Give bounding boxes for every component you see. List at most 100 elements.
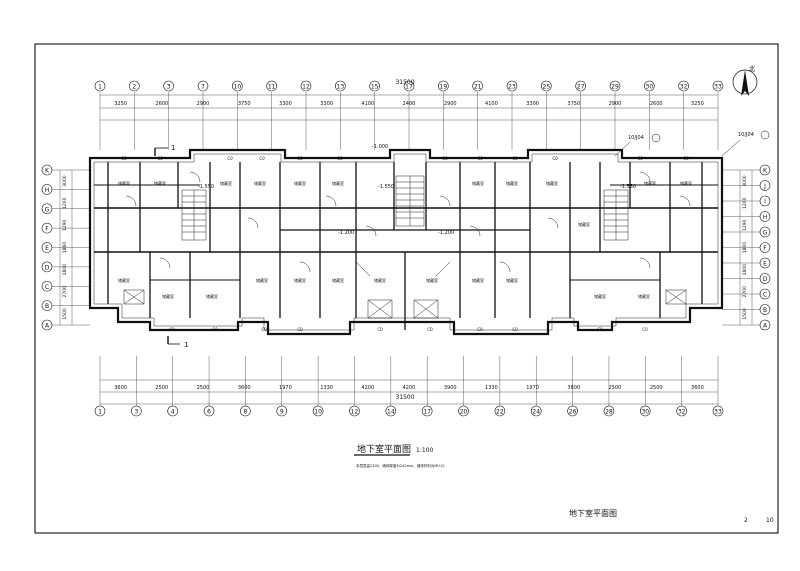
axis-label: 3 (167, 84, 171, 91)
drawing-note: 本层层高2300，墙体厚度为240mm，墙体材料为MU10 (356, 463, 444, 468)
dimension-value: 1290 (742, 219, 748, 231)
dimension-value: 1330 (485, 385, 498, 391)
window-code: C0 (683, 156, 689, 161)
axis-label: J (763, 183, 766, 190)
axis-bubble (335, 80, 346, 92)
axis-bubble (94, 80, 106, 92)
axis-bubble (567, 405, 578, 417)
axis-label: 17 (423, 409, 431, 416)
axis-label: C (45, 284, 49, 291)
room-label: 储藏室 (154, 180, 166, 186)
axis-bubble (575, 80, 586, 92)
axis-bubble (421, 405, 433, 417)
dimension-value: 2700 (742, 286, 748, 298)
axis-bubble (494, 405, 506, 417)
drawing-title-block: 地下室平面图 1:100 本层层高2300，墙体厚度为240mm，墙体材料为MU… (354, 443, 444, 468)
axis-label: F (45, 226, 49, 233)
dimension-value: 1200 (742, 197, 748, 209)
dimension-value: 3300 (526, 101, 539, 107)
axis-label: 25 (543, 84, 551, 91)
axis-label: 2 (132, 84, 136, 91)
axis-bubble (678, 80, 689, 92)
room-label: 储藏室 (332, 180, 344, 186)
dimension-value: 3600 (567, 385, 580, 391)
axis-label: B (45, 303, 49, 310)
window-code: C0 (637, 156, 643, 161)
axis-bubble (603, 405, 615, 417)
dimension-value: 3250 (114, 101, 127, 107)
room-label: 储藏室 (374, 277, 386, 283)
axis-bubble (472, 80, 483, 92)
axis-bubble (759, 288, 771, 300)
axis-label: H (763, 214, 768, 221)
dimension-value: 1800 (742, 264, 748, 276)
dimension-value: 3600 (114, 385, 127, 391)
room-label: 储藏室 (506, 180, 518, 186)
axis-bubble (41, 164, 53, 176)
axis-bubble (41, 242, 53, 253)
axis-label: I (764, 199, 766, 206)
axis-bubble (300, 80, 312, 92)
window-code: C0 (297, 156, 303, 161)
window-code: C0 (212, 327, 218, 332)
axis-bubble (759, 257, 771, 269)
axis-bubble (609, 80, 621, 92)
axis-bubble (41, 184, 53, 195)
drawing-title: 地下室平面图 (357, 443, 411, 455)
axis-label: D (45, 264, 50, 271)
axis-label: 32 (680, 84, 688, 91)
axis-bubble (94, 405, 106, 417)
axis-label: E (45, 245, 49, 252)
room-label: 储藏室 (546, 180, 558, 186)
dimension-value: 3250 (691, 101, 704, 107)
dimension-value: 1860 (62, 242, 68, 254)
sheet-number: 2 (744, 517, 748, 524)
axis-bubble (129, 80, 140, 92)
dimension-value: 4100 (361, 101, 374, 107)
axis-bubble (759, 180, 771, 191)
svg-text:1: 1 (171, 144, 175, 152)
axis-label: 22 (496, 409, 504, 416)
axis-label: 19 (440, 84, 448, 91)
window-code: C0 (337, 156, 343, 161)
room-label: 储藏室 (294, 180, 306, 186)
room-label: 储藏室 (472, 180, 484, 186)
axis-label: E (763, 261, 767, 268)
axis-bubble (530, 405, 542, 417)
dimension-value: 3000 (62, 175, 68, 187)
dimension-value: 3900 (444, 385, 457, 391)
exterior-wall (88, 148, 724, 336)
axis-bubble (759, 164, 771, 176)
title-block-label: 地下室平面图 (569, 508, 617, 518)
dimension-value: 1290 (62, 219, 68, 231)
top-overall-dimension: 31500 (395, 79, 414, 86)
dimension-value: 1330 (320, 385, 333, 391)
dimension-value: 3600 (238, 385, 251, 391)
dimension-value: 1800 (62, 264, 68, 276)
room-label: 储藏室 (680, 180, 692, 186)
dimension-value: 2900 (609, 101, 622, 107)
axis-label: 21 (474, 84, 482, 91)
axis-bubble (759, 211, 771, 222)
axis-bubble (232, 80, 243, 92)
dimension-value: 3300 (320, 101, 333, 107)
window-code: C0 (442, 156, 448, 161)
detail-callout-left: 10/J04 (628, 135, 644, 141)
axis-bubble (759, 195, 771, 207)
axis-label: C (763, 292, 767, 299)
axis-label: 4 (171, 409, 175, 416)
dimension-value: 2500 (197, 385, 210, 391)
window-code: C0 (297, 327, 303, 332)
detail-callout-right: 10/J04 (738, 132, 754, 138)
axis-bubble (759, 226, 771, 238)
axis-label: 3 (134, 409, 138, 416)
axis-label: D (763, 276, 768, 283)
axis-bubble (131, 405, 142, 417)
sheet-frame (34, 43, 779, 534)
axis-label: 30 (646, 84, 654, 91)
level-mark: -1.550 (198, 184, 214, 190)
room-labels: 储藏室储藏室储藏室储藏室储藏室储藏室储藏室储藏室储藏室储藏室储藏室储藏室储藏室储… (118, 180, 692, 299)
